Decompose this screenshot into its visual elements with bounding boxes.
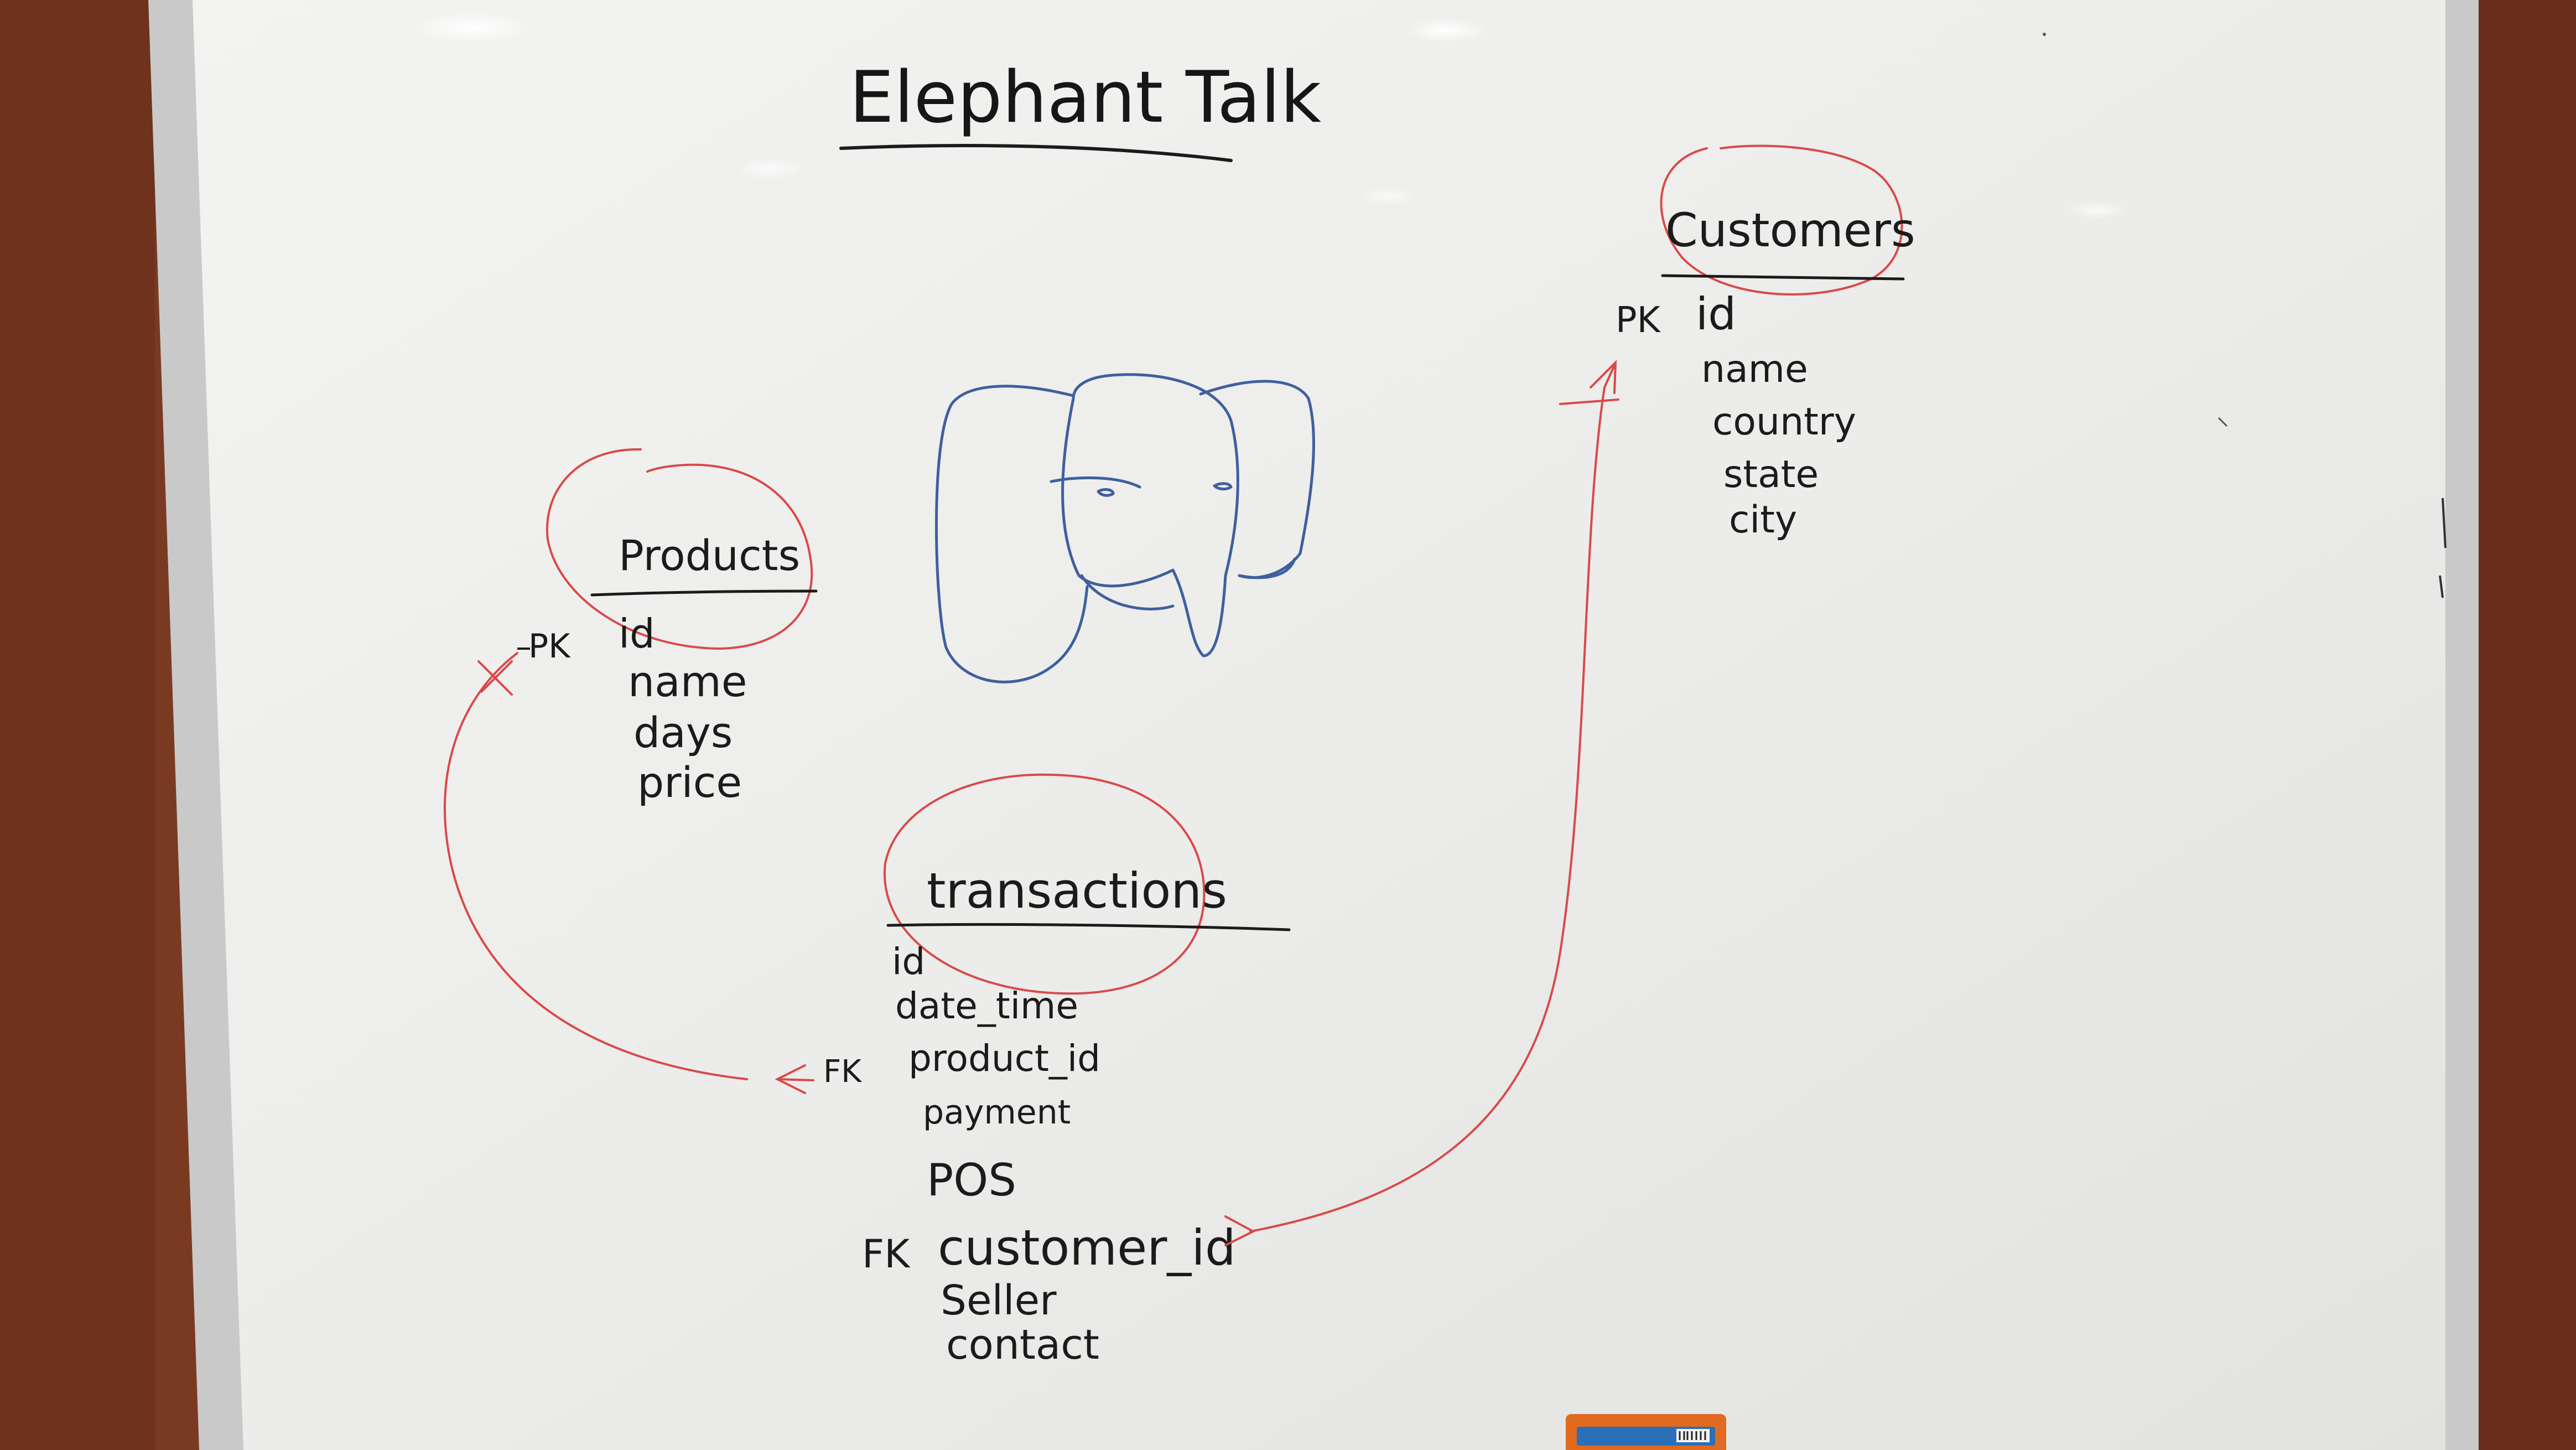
board-mark [2442,498,2447,548]
board-title: Elephant Talk [849,56,1321,139]
transactions-field: date_time [895,985,1078,1027]
whiteboard-eraser-icon[interactable] [1566,1414,1726,1450]
customers-field: country [1712,400,1856,444]
customers-highlight-circle [1660,144,1903,296]
fk-product-marker: FK [823,1054,862,1090]
products-underline [590,589,818,597]
board-title-group: Elephant Talk [839,56,1321,162]
glare [1405,18,1488,43]
glare [1355,187,1422,206]
customers-table: Customers PK id name country state city [1616,144,1915,542]
transactions-field: POS [927,1154,1016,1206]
products-field: price [637,758,742,807]
products-field: days [633,708,733,757]
products-field: name [628,657,747,706]
transactions-field: id [892,940,925,983]
transactions-table: transactions id date_time product_id pay… [823,773,1291,1369]
customers-table-name: Customers [1665,203,1915,257]
board-surface [193,0,2445,1450]
products-pk-marker: PK [528,627,571,666]
postgresql-elephant-icon [935,373,1315,683]
transactions-field: product_id [908,1037,1100,1080]
title-underline [839,144,1233,162]
transactions-field: customer_id [938,1219,1236,1276]
fk-customer-marker: FK [862,1231,911,1277]
whiteboard [148,0,2479,1450]
board-mark [2217,417,2228,427]
customers-field: id [1696,288,1736,340]
glare [2066,201,2127,219]
products-table: Products PK id name days price [517,448,818,807]
transactions-highlight-circle [883,773,1206,995]
glare [736,158,802,180]
transactions-field: Seller [941,1277,1057,1324]
wall-left [0,0,155,1450]
products-table-name: Products [619,531,800,580]
glare [412,12,534,43]
transactions-field: contact [946,1321,1099,1369]
transactions-field: payment [923,1093,1071,1132]
relationship-customer [1224,359,1619,1246]
wall-right [2479,0,2576,1450]
relationship-product [443,652,814,1094]
board-speck [2043,33,2046,36]
products-field: id [619,610,655,657]
customers-underline [1661,274,1905,281]
customers-field: city [1729,498,1797,542]
customers-field: name [1701,348,1808,391]
board-mark [2439,575,2444,598]
customers-pk-marker: PK [1616,300,1661,341]
customers-field: state [1723,453,1819,496]
transactions-table-name: transactions [927,862,1227,919]
transactions-underline [886,923,1291,931]
products-highlight-circle [546,448,813,650]
